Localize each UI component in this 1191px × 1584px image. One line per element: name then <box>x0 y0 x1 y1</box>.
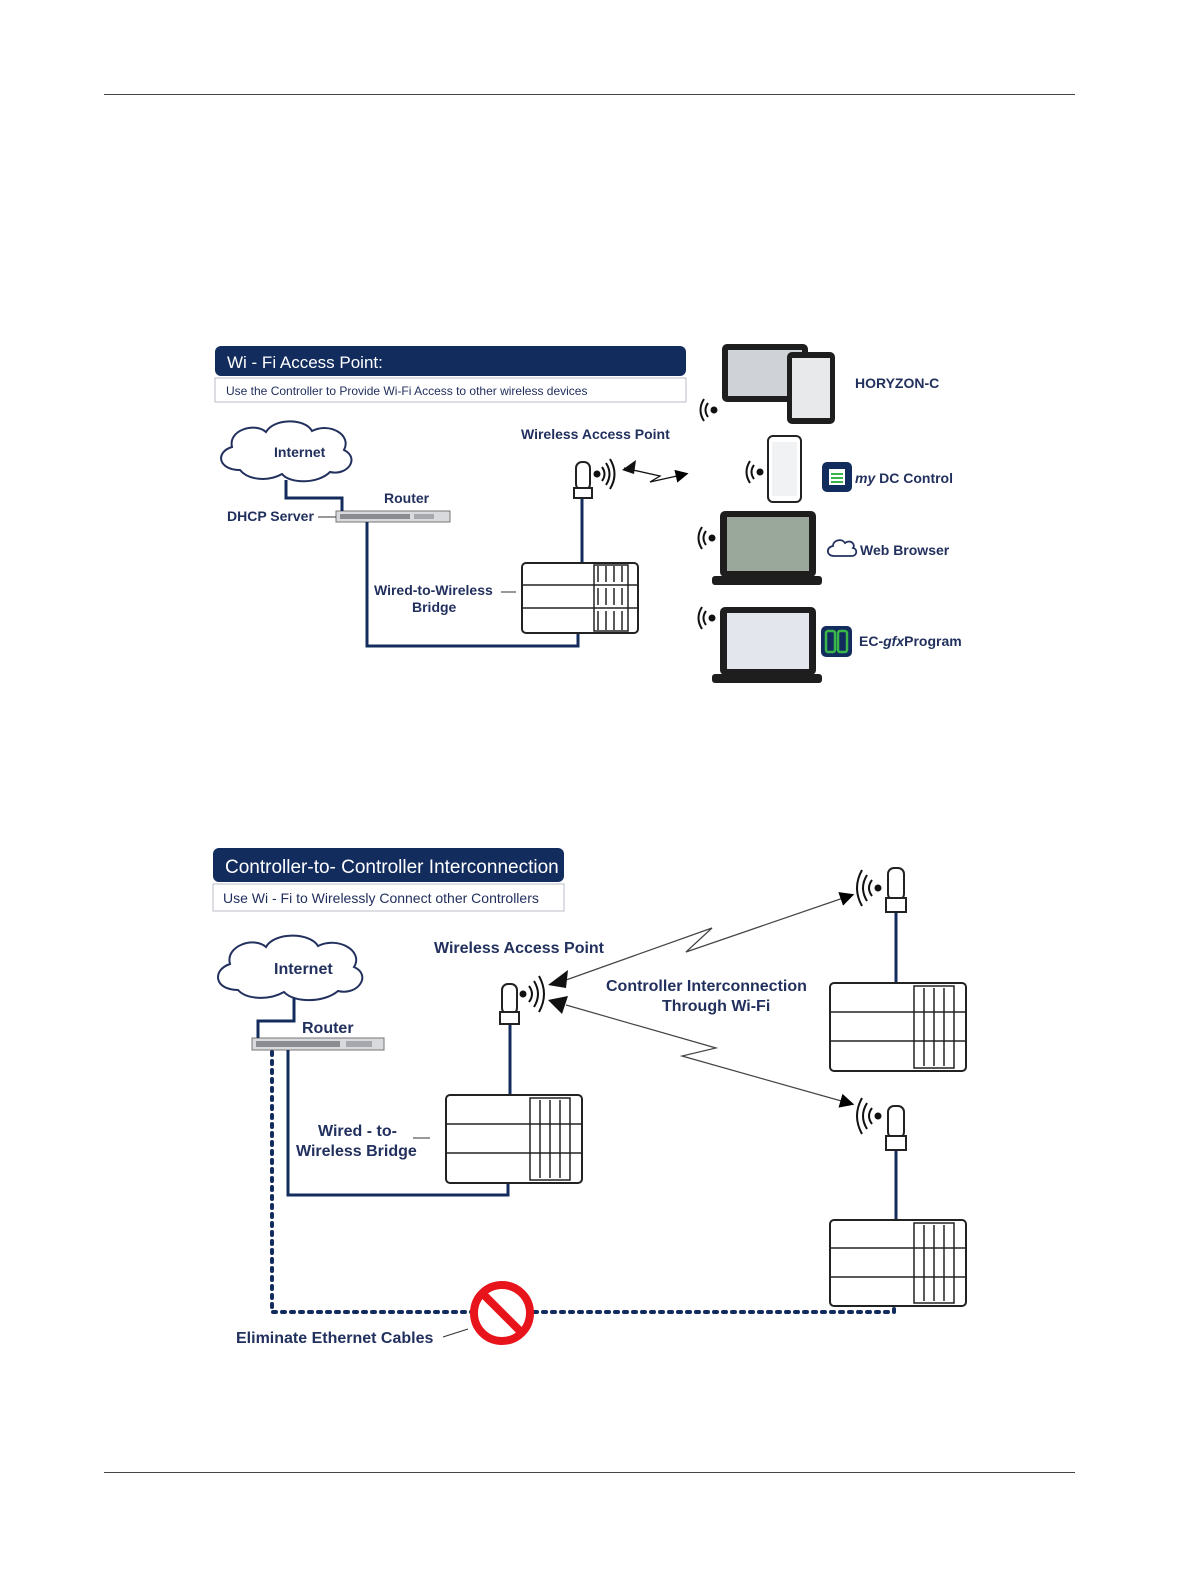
diagram2-internet-label: Internet <box>274 961 333 978</box>
my-dc-control-app-icon <box>822 462 852 492</box>
internet-router-cable <box>284 480 344 511</box>
prohibited-icon <box>470 1281 534 1345</box>
phone-icon <box>767 435 802 503</box>
wifi-signal-icon <box>856 869 882 907</box>
web-browser-label: Web Browser <box>860 542 950 558</box>
diagram2-router-label: Router <box>302 1020 354 1037</box>
my-dc-control-label: my DC Control <box>855 470 953 486</box>
wifi-signal-icon <box>593 458 616 490</box>
wifi-signal-icon <box>697 526 716 550</box>
diagram1-subtitle: Use the Controller to Provide Wi-Fi Acce… <box>226 384 587 398</box>
tablet-icon <box>722 344 835 424</box>
ec-gfxprogram-app-icon <box>821 626 852 657</box>
diagram1-router-label: Router <box>384 490 430 506</box>
diagram1-title: Wi - Fi Access Point: <box>227 353 383 372</box>
router-icon <box>251 1037 385 1051</box>
internet-cloud-icon <box>217 934 364 1002</box>
antenna-icon <box>573 461 593 499</box>
diagram1-internet-label: Internet <box>274 444 326 460</box>
wifi-signal-icon <box>697 606 716 630</box>
diagram1-wap-label: Wireless Access Point <box>521 426 670 442</box>
wifi-signal-icon <box>856 1097 882 1135</box>
diagram2-bridge-label-1: Wired - to- <box>318 1123 397 1140</box>
diagram1-bridge-label-1: Wired-to-Wireless <box>374 582 493 598</box>
interconnect-label-2: Through Wi-Fi <box>662 998 770 1015</box>
controller-icon <box>829 982 967 1072</box>
eliminate-cables-label: Eliminate Ethernet Cables <box>236 1330 433 1347</box>
internet-router-cable <box>256 998 296 1038</box>
diagram1-bridge-label-2: Bridge <box>412 599 457 615</box>
diagram2-wap-label: Wireless Access Point <box>434 940 605 957</box>
wifi-signal-icon <box>699 398 718 422</box>
diagram2-subtitle: Use Wi - Fi to Wirelessly Connect other … <box>223 890 539 906</box>
antenna-icon <box>885 1105 907 1151</box>
antenna-icon <box>499 983 520 1025</box>
diagram2-title: Controller-to- Controller Interconnectio… <box>225 857 559 878</box>
router-controller-cable <box>365 522 580 648</box>
wireless-link-icon <box>623 467 689 483</box>
horyzon-label: HORYZON-C <box>855 375 939 391</box>
wireless-link-icon <box>565 1004 855 1108</box>
diagram2-header: Controller-to- Controller Interconnectio… <box>212 848 565 912</box>
antenna-icon <box>885 867 907 913</box>
ethernet-cable-dotted <box>270 1050 896 1314</box>
wireless-link-icon <box>565 892 855 981</box>
ec-gfxprogram-label: EC-gfxProgram <box>859 633 962 649</box>
bottom-rule <box>104 1472 1075 1473</box>
internet-cloud-icon <box>220 420 353 483</box>
diagram1-dhcp-label: DHCP Server <box>227 508 314 524</box>
controller-icon <box>829 1219 967 1307</box>
diagram1-header: Wi - Fi Access Point: Use the Controller… <box>214 346 687 403</box>
diagram2-bridge-label-2: Wireless Bridge <box>296 1143 417 1160</box>
router-controller-cable <box>286 1050 510 1197</box>
wifi-signal-icon <box>745 460 764 484</box>
interconnect-label-1: Controller Interconnection <box>606 978 807 995</box>
controller-icon <box>445 1094 583 1184</box>
laptop-icon <box>712 511 822 585</box>
wifi-signal-icon <box>519 975 545 1013</box>
top-rule <box>104 94 1075 95</box>
cloud-icon <box>826 539 858 557</box>
laptop-icon <box>712 607 822 683</box>
controller-icon <box>521 562 639 634</box>
